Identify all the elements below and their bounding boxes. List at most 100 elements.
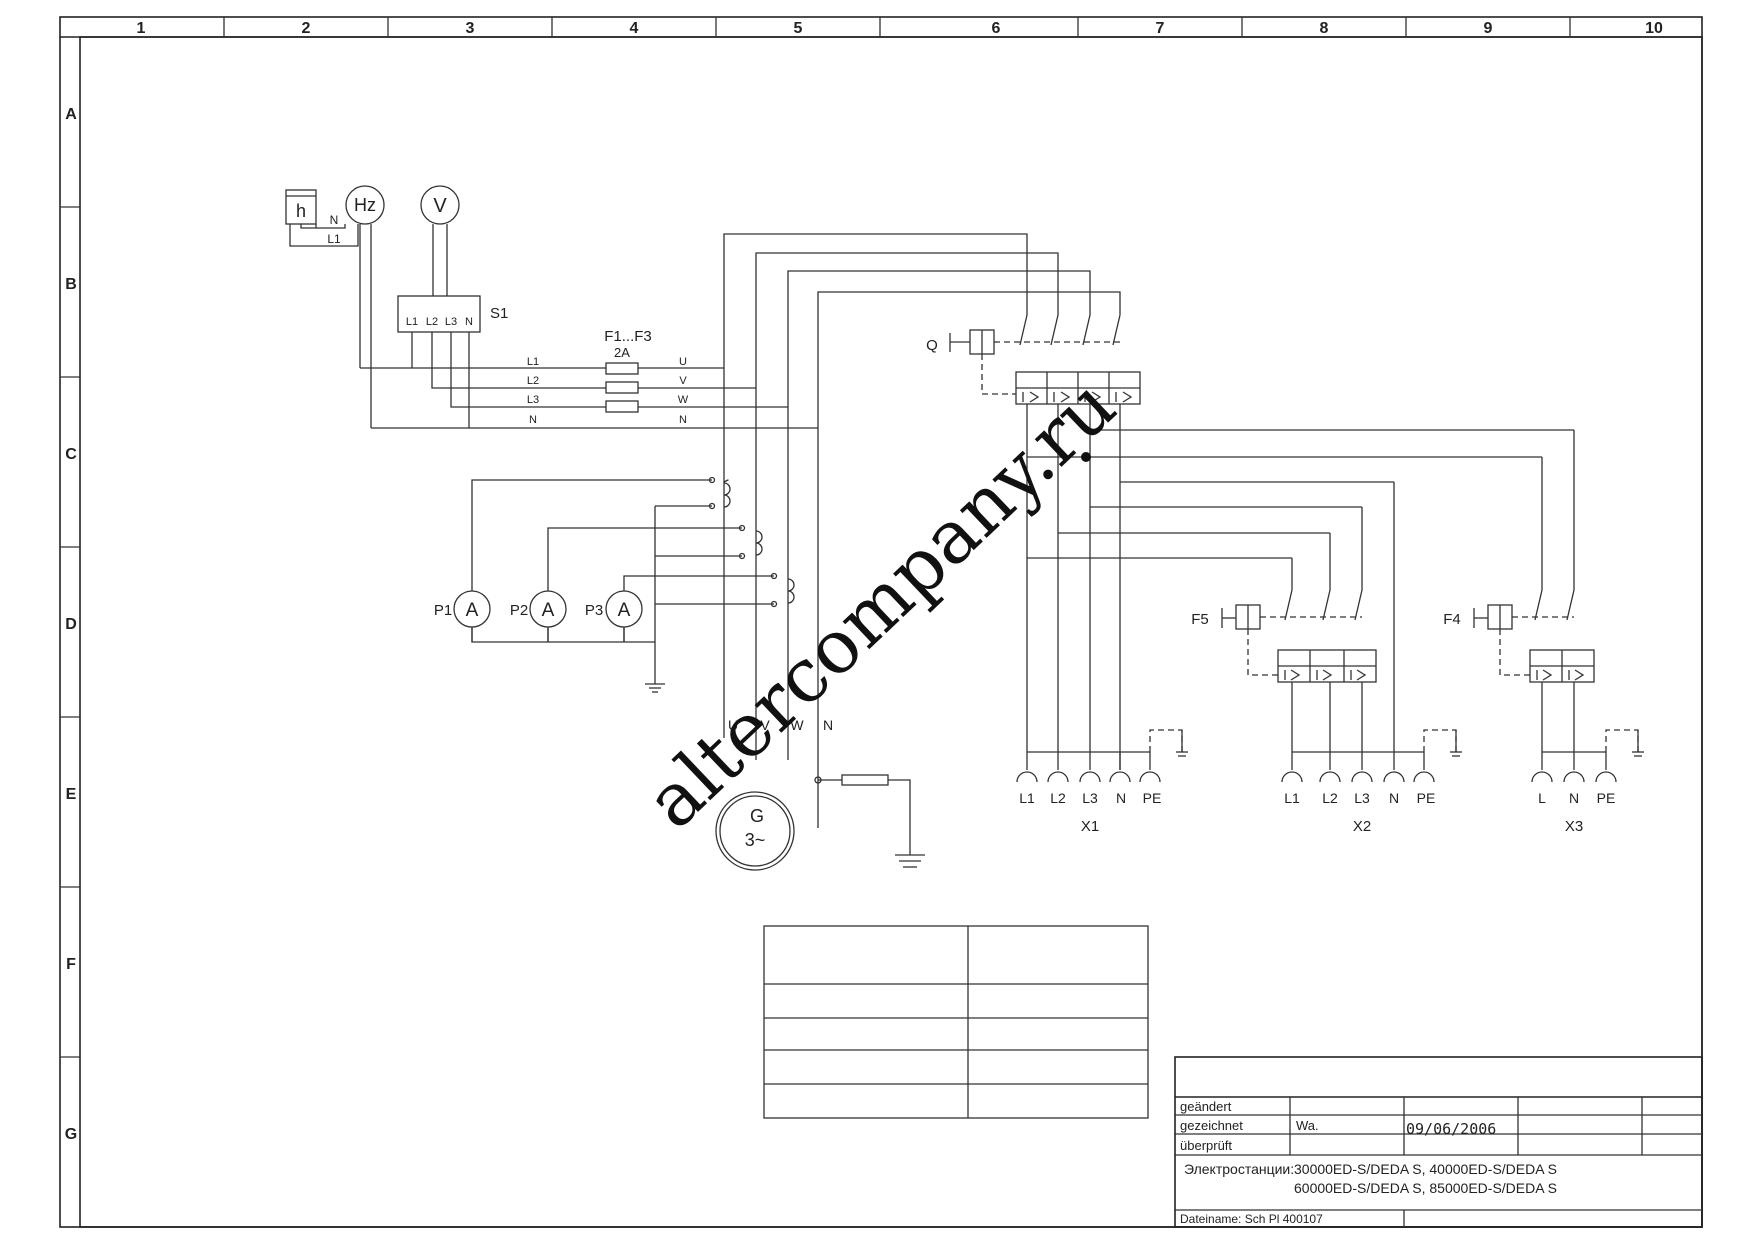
- socket-pin: PE: [1143, 790, 1162, 806]
- row-label: F: [66, 956, 76, 973]
- breaker-label: F5: [1191, 611, 1209, 628]
- ammeter-p3: A P3: [585, 590, 643, 628]
- drawn-label: gezeichnet: [1180, 1118, 1243, 1133]
- svg-text:A: A: [542, 600, 555, 621]
- socket-pin: N: [1116, 790, 1126, 806]
- svg-text:A: A: [618, 600, 631, 621]
- row-label: G: [65, 1126, 77, 1143]
- row-label: E: [66, 786, 77, 803]
- socket-pin: L1: [1284, 790, 1300, 806]
- socket-x1: L1 L2 L3 N PE X1: [1016, 729, 1188, 835]
- frequency-meter: Hz: [345, 185, 385, 225]
- product-line-2: 60000ED-S/DEDA S, 85000ED-S/DEDA S: [1294, 1180, 1557, 1196]
- generator: G 3~ U V W N: [715, 717, 833, 871]
- generator-ground: [814, 774, 925, 868]
- breaker-f5: F5: [1191, 589, 1377, 683]
- svg-text:N: N: [529, 414, 537, 426]
- column-label: 8: [1320, 20, 1329, 37]
- generator-terminal: U: [728, 717, 738, 733]
- hour-meter-lead-n: N: [330, 213, 339, 227]
- fuse-line-labels-out: U V W N: [678, 356, 689, 426]
- generator-terminal: V: [760, 717, 770, 733]
- voltmeter: V: [420, 185, 460, 225]
- socket-x3: L N PE X3: [1531, 682, 1644, 835]
- frame-column-labels: 1 2 3 4 5 6 7 8 9 10: [137, 20, 1663, 37]
- ammeter-label: P2: [510, 602, 528, 619]
- drawn-by: Wa.: [1296, 1118, 1319, 1133]
- frame-row-labels: A B C D E F G: [65, 106, 77, 1143]
- generator-conductors: [723, 233, 1121, 828]
- socket-pin: L3: [1082, 790, 1098, 806]
- socket-pin: N: [1569, 790, 1579, 806]
- svg-text:V: V: [679, 375, 687, 387]
- measurement-lines: [360, 332, 818, 429]
- ammeter-label: P3: [585, 602, 603, 619]
- row-label: B: [65, 276, 77, 293]
- fuses: F1...F3 2A: [604, 328, 652, 413]
- hour-meter-lead-l1: L1: [327, 232, 341, 246]
- svg-text:L3: L3: [527, 394, 539, 406]
- socket-pin: L2: [1050, 790, 1066, 806]
- svg-text:V: V: [433, 195, 447, 217]
- breaker-f4: F4: [1443, 589, 1595, 683]
- socket-pin: L: [1538, 790, 1546, 806]
- product-line-1: 30000ED-S/DEDA S, 40000ED-S/DEDA S: [1294, 1161, 1557, 1177]
- hour-meter: h: [285, 189, 317, 229]
- switch-terminal: L1: [406, 316, 418, 328]
- socket-pin: N: [1389, 790, 1399, 806]
- column-label: 7: [1156, 20, 1165, 37]
- socket-label: X1: [1081, 818, 1099, 835]
- drawing-frame: [59, 16, 1703, 1228]
- fuse-rating: 2A: [614, 345, 630, 360]
- generator-type: 3~: [745, 830, 766, 850]
- row-label: A: [65, 106, 77, 123]
- generator-terminal: N: [823, 717, 833, 733]
- generator-symbol: G: [750, 806, 764, 826]
- column-label: 6: [992, 20, 1001, 37]
- distribution-bus: [1026, 404, 1575, 770]
- fuse-line-labels-in: L1 L2 L3 N: [527, 356, 539, 426]
- voltmeter-selector-switch: S1 L1 L2 L3 N: [397, 295, 508, 333]
- socket-label: X3: [1565, 818, 1583, 835]
- svg-text:L2: L2: [527, 375, 539, 387]
- socket-pin: L3: [1354, 790, 1370, 806]
- column-label: 1: [137, 20, 146, 37]
- ammeter-p1: A P1: [434, 590, 491, 628]
- breaker-label: Q: [926, 337, 938, 354]
- switch-terminal: N: [465, 316, 473, 328]
- row-label: D: [65, 616, 77, 633]
- title-block: geändert gezeichnet Wa. 09/06/2006 überp…: [1174, 1056, 1703, 1228]
- changed-label: geändert: [1180, 1099, 1232, 1114]
- ammeter-label: P1: [434, 602, 452, 619]
- column-label: 5: [794, 20, 803, 37]
- column-label: 4: [630, 20, 639, 37]
- drawing-date: 09/06/2006: [1406, 1120, 1496, 1138]
- socket-pin: L2: [1322, 790, 1338, 806]
- svg-text:N: N: [679, 414, 687, 426]
- file-name: Dateiname: Sch Pl 400107: [1180, 1212, 1323, 1226]
- ammeter-p2: A P2: [510, 590, 567, 628]
- column-label: 3: [466, 20, 475, 37]
- empty-table: [763, 925, 1149, 1119]
- socket-pin: L1: [1019, 790, 1035, 806]
- switch-terminal: L2: [426, 316, 438, 328]
- meter-wires: [289, 224, 448, 428]
- current-transformers: [471, 476, 795, 678]
- svg-text:W: W: [678, 394, 689, 406]
- main-breaker: Q: [926, 314, 1141, 405]
- column-label: 9: [1484, 20, 1493, 37]
- ground-symbol: [645, 678, 665, 693]
- svg-text:A: A: [466, 600, 479, 621]
- svg-text:Hz: Hz: [354, 195, 376, 215]
- row-label: C: [65, 446, 77, 463]
- switch-terminal: L3: [445, 316, 457, 328]
- fuse-label: F1...F3: [604, 328, 652, 345]
- socket-pin: PE: [1417, 790, 1436, 806]
- socket-pin: PE: [1597, 790, 1616, 806]
- svg-text:U: U: [679, 356, 687, 368]
- product-label: Электростанции:: [1184, 1161, 1294, 1177]
- checked-label: überprüft: [1180, 1138, 1232, 1153]
- generator-terminal: W: [790, 717, 804, 733]
- svg-text:h: h: [296, 201, 306, 221]
